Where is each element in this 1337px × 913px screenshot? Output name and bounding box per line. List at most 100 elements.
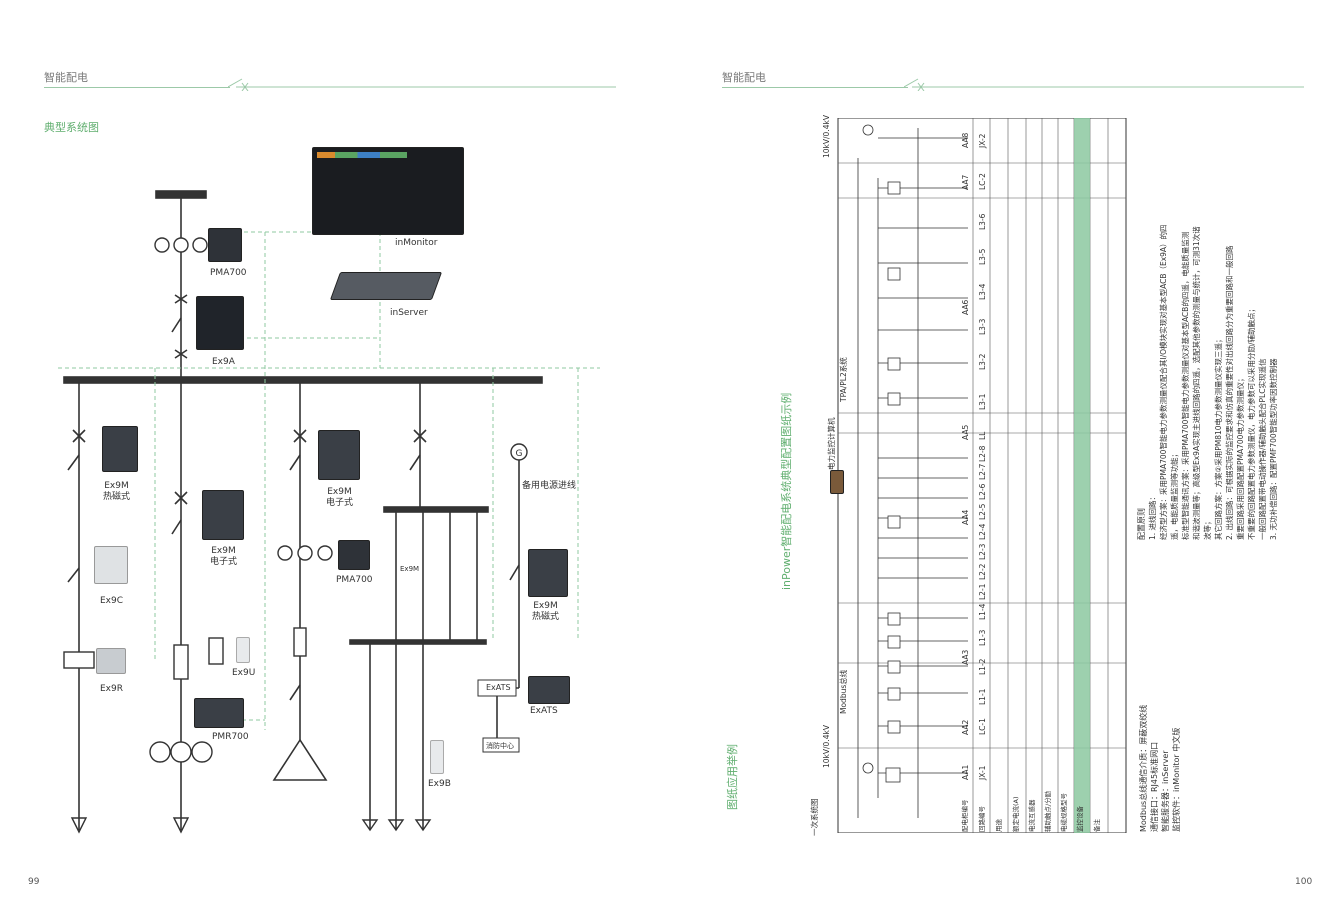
principle-10: 不重要的回路配置电力参数测量仪，电力参数可以采用分励/辅助触点； [1247,304,1256,540]
cabinet-aa2: AA2 [961,719,970,735]
modbus-label: Modbus总线 [839,669,848,714]
left-header-rule [44,87,230,88]
principle-9: 重要回路采用回路配置PMA700电力参数测量仪； [1236,374,1245,540]
tpa-system-label: TPA/PL2系统 [839,357,848,402]
ex9m-small-label: Ex9M [400,565,420,573]
pma700-mid-label: PMA700 [336,575,373,585]
th-usage: 用途 [995,819,1003,832]
feeder-rows [878,137,968,774]
circuit-lc2: LC-2 [978,173,987,190]
note-modbus-3: 监控软件：inMonitor 中文版 [1172,727,1181,832]
power-meter-label: 电力监控计算机 [827,417,836,471]
principle-0: 配置原则 [1137,508,1146,540]
ex9m-thermal-1-image [102,426,138,472]
cabinet-aa5: AA5 [961,424,970,440]
circuit-jx2: JX-2 [978,133,987,148]
config-drawing [837,118,1127,833]
note-modbus-2: 智能服务器：inServer [1161,750,1170,832]
pma700-mid-image [338,540,370,570]
pma700-top-image [208,228,242,262]
principle-2: 经济型方案：采用PMA700智能电力参数测量仪配合其I/O模块实现对基本型ACB… [1159,224,1168,540]
incoming-1-label: 10kV/0.4kV [822,115,831,158]
ex9u-image [236,637,250,663]
right-page-number: 100 [1295,877,1313,887]
backup-feed-label: 备用电源进线 [522,481,577,491]
screen-menu-bar [317,152,407,158]
circuit-l2-4: L2-4 [978,523,987,540]
ex9m-thermal-2-label: Ex9M 热磁式 [532,601,560,622]
right-header-rule [722,87,908,88]
principle-12: 3. 无功补偿回路：配置PMF700智能型功率因数控制器 [1269,358,1278,540]
ex9m-electronic-1-image [202,490,244,540]
circuit-l3-6: L3-6 [978,213,987,230]
principle-3: 遥，电能质量监测等功能； [1170,450,1179,540]
circuit-l2-6: L2-6 [978,483,987,500]
principle-4: 标准型智能通讯方案：采用PMA700智能电力参数测量仪对基本型ACB的四遥，电能… [1181,231,1190,540]
primary-system-label: 一次系统图 [810,798,819,837]
ex9m-thermal-2-image [528,549,568,597]
th-circuit: 回路编号 [978,806,986,832]
ex9m-electronic-2-image [318,430,360,480]
th-cabinet: 配电柜编号 [961,799,969,833]
circuit-l2-3: L2-3 [978,543,987,560]
note-modbus-0: Modbus总线通信介质：屏蔽双绞线 [1139,704,1148,832]
th-cable: 电缆规格型号 [1060,793,1068,832]
right-header-decoration [904,78,1304,91]
principle-11: 一般回路配置带电动操作器/辅助触头配合PLC实现遥信 [1258,358,1267,540]
diagram-title: inPower智能配电系统典型配置图纸示例 [780,392,793,590]
ex9b-label: Ex9B [428,779,451,789]
note-modbus-1: 通信接口：RJ45标准网口 [1150,741,1159,832]
th-monitor: 监控设备 [1076,806,1084,832]
pmr700-image [194,698,244,728]
cabinet-aa7: AA7 [961,174,970,190]
principle-5: 和谐波测量等；高级型Ex9A实现主进线回路的四遥，选配其他参数的测量与统计，可测… [1192,226,1201,540]
ex9b-image [430,740,444,774]
inmonitor-label: inMonitor [395,238,438,248]
circuit-l3-1: L3-1 [978,393,987,410]
inserver-image [329,272,443,300]
ex9m-electronic-2-label: Ex9M 电子式 [326,487,354,508]
th-aux: 辅助触点/分励 [1044,790,1052,832]
side-title: 图纸应用举例 [726,744,739,810]
exats-image [528,676,570,704]
circuit-l3-5: L3-5 [978,248,987,265]
left-header-decoration [228,78,616,91]
circuit-jx1: JX-1 [978,765,987,780]
exats-label: ExATS [530,706,558,716]
ex9u-label: Ex9U [232,668,256,678]
inserver-label: inServer [390,308,428,318]
ex9m-electronic-1-label: Ex9M 电子式 [210,546,238,567]
th-ct: 电流互感器 [1028,799,1036,833]
principle-7: 其它回路方案：方案②采用PM810电力参数测量仪实现三遥； [1214,335,1223,540]
circuit-l2-1: L2-1 [978,583,987,600]
pma700-top-label: PMA700 [210,268,247,278]
right-page-header: 智能配电 [722,71,766,84]
th-rated-current: 额定电流(A) [1012,796,1020,832]
circuit-l3-4: L3-4 [978,283,987,300]
circuit-l1-4: L1-4 [978,603,987,620]
system-diagram: G [58,190,600,834]
ex9r-image [96,648,126,674]
circuit-ll: LL [978,431,987,440]
cabinet-aa4: AA4 [961,509,970,525]
monitoring-pc-image [830,470,844,494]
cabinet-aa1: AA1 [961,764,970,780]
circuit-l1-2: L1-2 [978,658,987,675]
left-page: 智能配电 典型系统图 [0,0,668,913]
circuit-lc1: LC-1 [978,718,987,735]
ex9c-label: Ex9C [100,596,124,606]
left-page-subtitle: 典型系统图 [44,121,99,134]
circuit-l1-1: L1-1 [978,688,987,705]
principle-6: 波等； [1203,517,1212,541]
left-page-number: 99 [28,877,40,887]
circuit-l2-2: L2-2 [978,563,987,580]
generator-symbol: G [516,449,523,459]
left-page-header: 智能配电 [44,71,88,84]
right-page: 智能配电 图纸应用举例 inPower智能配电系统典型配置图纸示例 [668,0,1337,913]
principle-1: 1. 进线回路： [1148,492,1157,540]
inmonitor-screen-image [312,147,464,235]
ex9c-image [94,546,128,584]
cabinet-aa8: AA8 [961,132,970,148]
cabinet-aa3: AA3 [961,649,970,665]
principle-8: 2. 出线回路：可根据实际的监控要求和仿真的重要性对出线回路分为重要回路和一般回… [1225,245,1234,540]
